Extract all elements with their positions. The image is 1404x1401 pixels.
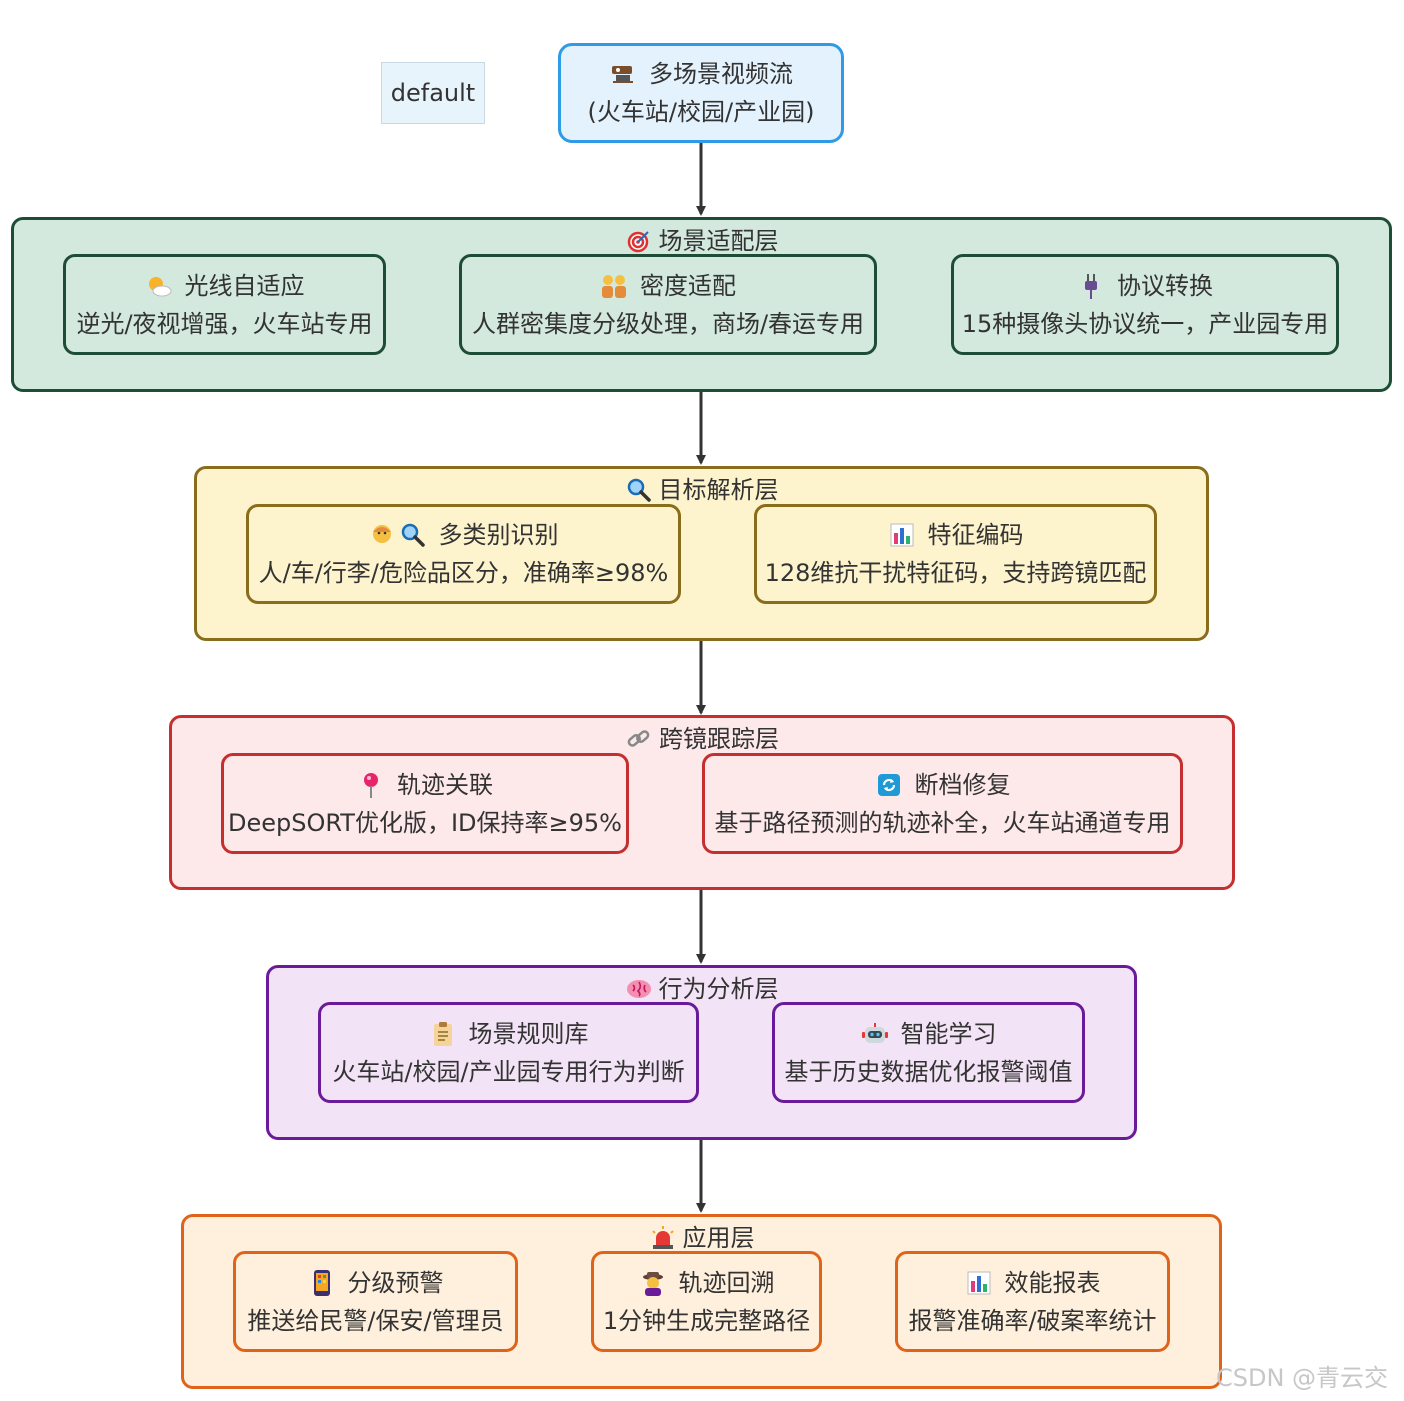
node-protocol-convert-title: 协议转换 bbox=[1117, 271, 1213, 300]
phone-icon bbox=[308, 1269, 336, 1297]
robot-icon bbox=[861, 1020, 889, 1048]
layer-scene-adapt: 场景适配层 bbox=[11, 217, 1392, 392]
layer-cross-track-title: 跨镜跟踪层 bbox=[172, 724, 1232, 754]
node-track-replay-title: 轨迹回溯 bbox=[678, 1268, 775, 1297]
node-scene-rules-title: 场景规则库 bbox=[468, 1019, 589, 1048]
node-gap-repair: 断档修复 基于路径预测的轨迹补全，火车站通道专用 bbox=[702, 753, 1183, 854]
bar-chart-icon bbox=[965, 1269, 993, 1297]
bar-chart-icon bbox=[888, 521, 916, 549]
node-gap-repair-title: 断档修复 bbox=[914, 770, 1011, 799]
layer-application-title: 应用层 bbox=[184, 1223, 1219, 1253]
clipboard-icon bbox=[429, 1020, 457, 1048]
node-protocol-convert-desc: 15种摄像头协议统一，产业园专用 bbox=[961, 309, 1329, 338]
layer-scene-adapt-title: 场景适配层 bbox=[14, 226, 1389, 256]
watermark: CSDN @青云交 bbox=[1216, 1364, 1389, 1392]
alarm-light-icon bbox=[649, 1224, 677, 1252]
node-tiered-alert-desc: 推送给民警/保安/管理员 bbox=[247, 1306, 504, 1335]
layer-behavior-analysis-title: 行为分析层 bbox=[269, 974, 1134, 1004]
node-track-associate-title: 轨迹关联 bbox=[397, 770, 493, 799]
people-icon bbox=[600, 272, 628, 300]
node-smart-learning-title: 智能学习 bbox=[900, 1019, 997, 1048]
node-scene-rules-desc: 火车站/校园/产业园专用行为判断 bbox=[332, 1057, 685, 1086]
plug-icon bbox=[1077, 272, 1105, 300]
node-efficiency-report: 效能报表 报警准确率/破案率统计 bbox=[895, 1251, 1170, 1352]
node-track-associate: 轨迹关联 DeepSORT优化版，ID保持率≥95% bbox=[221, 753, 629, 854]
source-subtitle: (火车站/校园/产业园) bbox=[587, 98, 815, 126]
node-scene-rules: 场景规则库 火车站/校园/产业园专用行为判断 bbox=[318, 1002, 699, 1103]
pin-icon bbox=[357, 771, 385, 799]
node-density-adapt-title: 密度适配 bbox=[640, 271, 736, 300]
node-multi-class-desc: 人/车/行李/危险品区分，准确率≥98% bbox=[258, 559, 669, 587]
layer-target-parse: 目标解析层 bbox=[194, 466, 1209, 641]
node-feature-encode-desc: 128维抗干扰特征码，支持跨镜匹配 bbox=[764, 559, 1147, 587]
node-multi-class: 多类别识别 人/车/行李/危险品区分，准确率≥98% bbox=[246, 504, 681, 604]
node-light-adapt-desc: 逆光/夜视增强，火车站专用 bbox=[76, 309, 373, 338]
refresh-icon bbox=[875, 771, 903, 799]
brain-icon bbox=[625, 975, 653, 1003]
person-magnifier-icon bbox=[369, 521, 427, 549]
magnifier-icon bbox=[625, 476, 653, 504]
layer-behavior-analysis: 行为分析层 bbox=[266, 965, 1137, 1140]
node-feature-encode-title: 特征编码 bbox=[927, 521, 1024, 549]
video-camera-icon bbox=[609, 60, 637, 88]
layer-application: 应用层 bbox=[181, 1214, 1222, 1389]
link-icon bbox=[625, 725, 653, 753]
node-track-replay-desc: 1分钟生成完整路径 bbox=[602, 1306, 811, 1335]
sun-cloud-icon bbox=[145, 272, 173, 300]
layer-target-parse-title: 目标解析层 bbox=[197, 475, 1206, 505]
default-tag-label: default bbox=[390, 79, 476, 107]
node-track-replay: 轨迹回溯 1分钟生成完整路径 bbox=[591, 1251, 822, 1352]
node-feature-encode: 特征编码 128维抗干扰特征码，支持跨镜匹配 bbox=[754, 504, 1157, 604]
node-multi-class-title: 多类别识别 bbox=[438, 521, 559, 549]
node-density-adapt-desc: 人群密集度分级处理，商场/春运专用 bbox=[471, 309, 865, 338]
source-node: 多场景视频流 (火车站/校园/产业园) bbox=[558, 43, 844, 143]
detective-icon bbox=[639, 1269, 667, 1297]
node-protocol-convert: 协议转换 15种摄像头协议统一，产业园专用 bbox=[951, 254, 1339, 355]
node-tiered-alert-title: 分级预警 bbox=[347, 1268, 444, 1297]
node-efficiency-report-desc: 报警准确率/破案率统计 bbox=[908, 1306, 1157, 1335]
node-smart-learning: 智能学习 基于历史数据优化报警阈值 bbox=[772, 1002, 1085, 1103]
default-tag: default bbox=[381, 62, 485, 124]
node-track-associate-desc: DeepSORT优化版，ID保持率≥95% bbox=[228, 808, 622, 837]
node-density-adapt: 密度适配 人群密集度分级处理，商场/春运专用 bbox=[459, 254, 877, 355]
source-title: 多场景视频流 bbox=[649, 60, 793, 88]
node-tiered-alert: 分级预警 推送给民警/保安/管理员 bbox=[233, 1251, 518, 1352]
node-efficiency-report-title: 效能报表 bbox=[1004, 1268, 1101, 1297]
node-light-adapt: 光线自适应 逆光/夜视增强，火车站专用 bbox=[63, 254, 386, 355]
node-light-adapt-title: 光线自适应 bbox=[184, 271, 305, 300]
node-gap-repair-desc: 基于路径预测的轨迹补全，火车站通道专用 bbox=[714, 808, 1171, 837]
target-icon bbox=[625, 227, 653, 255]
node-smart-learning-desc: 基于历史数据优化报警阈值 bbox=[784, 1057, 1073, 1086]
